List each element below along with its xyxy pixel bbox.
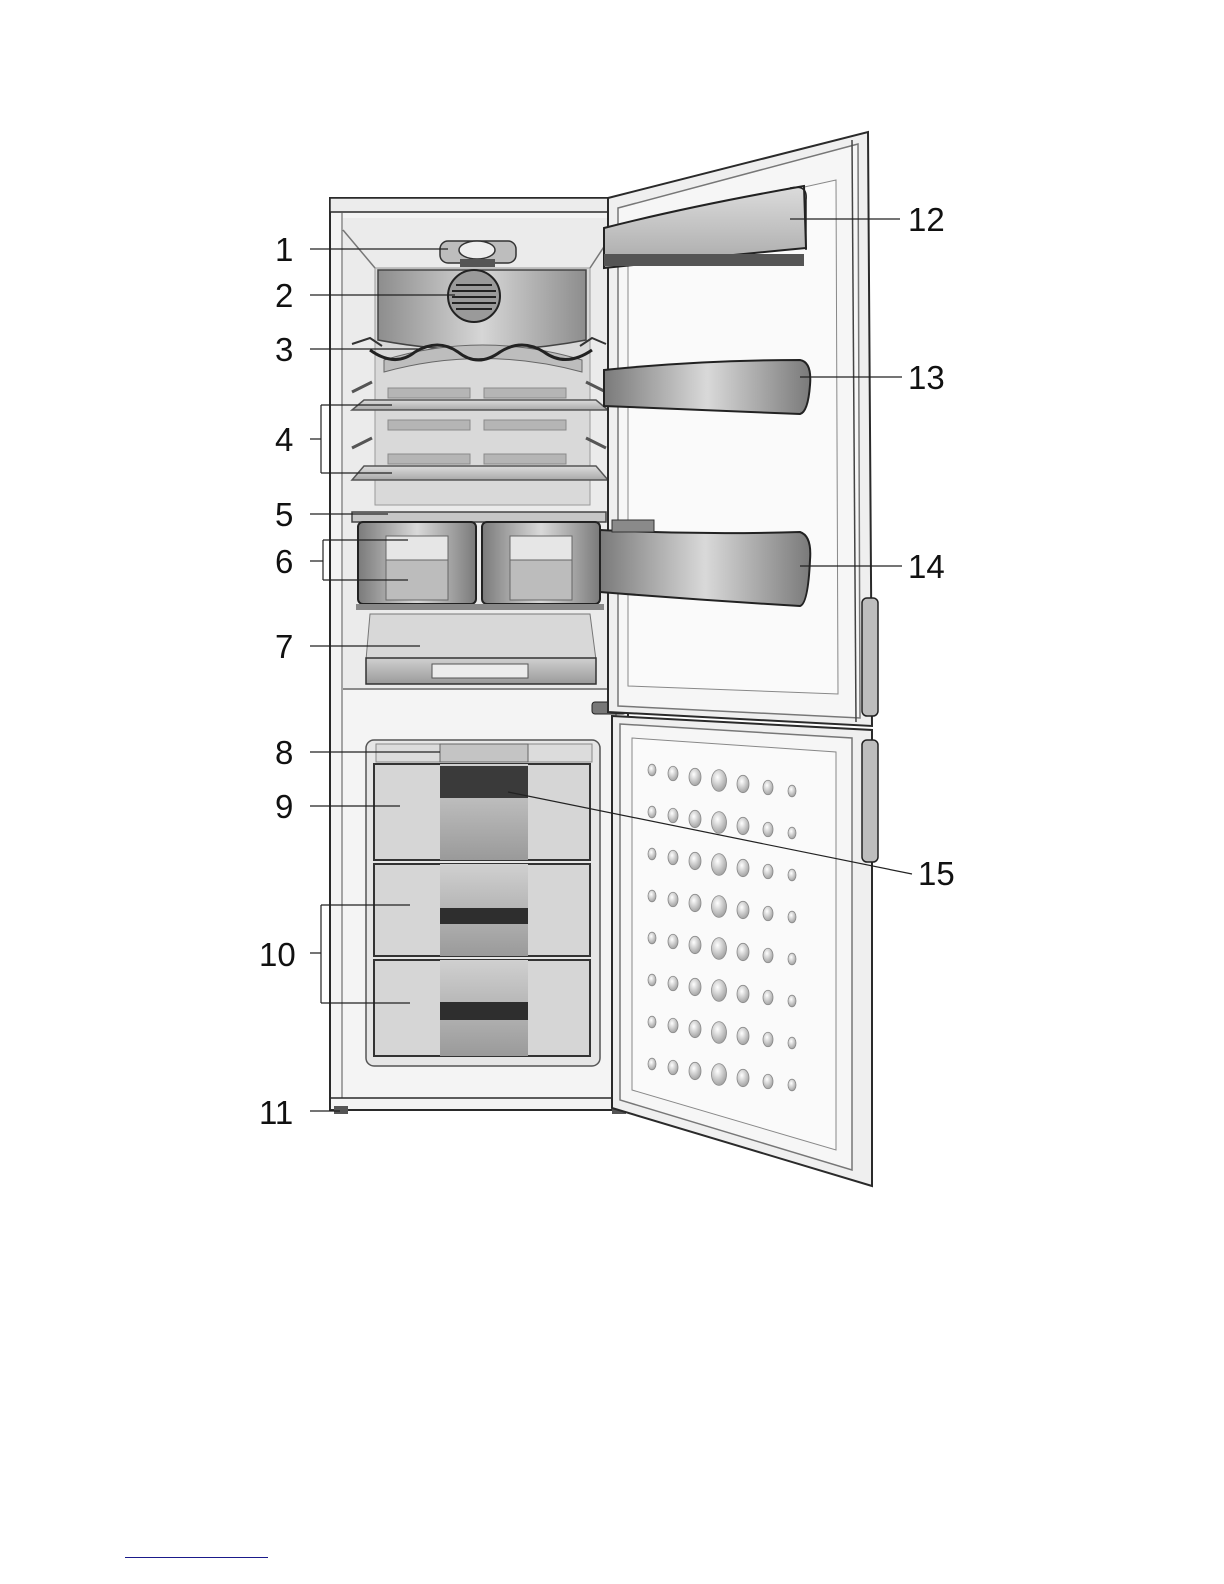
callout-2: 2 [275, 277, 293, 314]
door-dimple [712, 812, 727, 834]
door-dimple [668, 1018, 678, 1033]
door-dimple [689, 768, 701, 785]
door-dimple [689, 810, 701, 827]
footnote-separator [125, 1557, 268, 1558]
freezer-door-handle [862, 740, 878, 862]
door-dimple [668, 934, 678, 949]
fridge-compartment [343, 218, 615, 689]
callout-14: 14 [908, 548, 945, 585]
door-dimple [763, 906, 773, 921]
callout-1: 1 [275, 231, 293, 268]
door-dimple [689, 936, 701, 953]
callout-10: 10 [259, 936, 296, 973]
fridge-door-handle [862, 598, 878, 716]
freezer-drawer-bottom [374, 960, 590, 1056]
door-dimple [737, 943, 749, 960]
callout-13: 13 [908, 359, 945, 396]
door-dimple [788, 911, 796, 923]
callout-4: 4 [275, 421, 293, 458]
door-dimple [689, 1062, 701, 1079]
door-dimple [648, 764, 656, 776]
thermostat-and-light [440, 241, 516, 267]
freezer-compartment [366, 740, 600, 1066]
ice-tray [376, 744, 592, 762]
door-dimple [712, 896, 727, 918]
freezer-drawer-middle [374, 864, 590, 956]
callout-7: 7 [275, 628, 293, 665]
fridge-door [600, 132, 878, 726]
door-dimple [763, 1032, 773, 1047]
door-dimple [648, 1016, 656, 1028]
door-dimple [788, 827, 796, 839]
door-dimple [737, 901, 749, 918]
door-dimple [689, 978, 701, 995]
crisper-cover-glass [352, 512, 606, 522]
callout-15: 15 [918, 855, 955, 892]
door-dimple [712, 938, 727, 960]
door-dimple [788, 953, 796, 965]
door-shelf-upper [604, 360, 810, 414]
door-dimple [712, 1064, 727, 1086]
door-dimple [788, 785, 796, 797]
callout-8: 8 [275, 734, 293, 771]
freezer-door [612, 716, 878, 1186]
callout-5: 5 [275, 496, 293, 533]
door-dimple [737, 817, 749, 834]
door-dimple [648, 932, 656, 944]
door-dimple [788, 869, 796, 881]
door-dimple [737, 775, 749, 792]
door-dimple [712, 980, 727, 1002]
callout-6: 6 [275, 543, 293, 580]
callout-11: 11 [259, 1094, 293, 1131]
foot-left [334, 1106, 348, 1114]
door-dimple [648, 890, 656, 902]
door-dimple [648, 1058, 656, 1070]
door-dimple [763, 1074, 773, 1089]
cabinet-top-strip [330, 198, 628, 212]
door-dimple [763, 864, 773, 879]
door-dimple [668, 808, 678, 823]
bottle-shelf [600, 520, 810, 606]
door-dimple [689, 894, 701, 911]
door-dimple [668, 892, 678, 907]
freezer-door-gasket [632, 738, 836, 1150]
door-dimple [788, 995, 796, 1007]
door-dimple [737, 1027, 749, 1044]
door-dimple [668, 1060, 678, 1075]
door-dimple [712, 1022, 727, 1044]
door-dimple [737, 1069, 749, 1086]
door-dimple [763, 990, 773, 1005]
door-dimple [648, 806, 656, 818]
door-dimple [668, 850, 678, 865]
fan-cover [378, 270, 586, 350]
door-dimple [737, 859, 749, 876]
chiller-compartment [356, 604, 604, 684]
callout-12: 12 [908, 201, 945, 238]
door-dimple [668, 766, 678, 781]
door-dimple [689, 852, 701, 869]
door-dimple [689, 1020, 701, 1037]
door-dimple [648, 974, 656, 986]
door-dimple [668, 976, 678, 991]
door-dimple [763, 948, 773, 963]
door-dimple [763, 780, 773, 795]
callout-9: 9 [275, 788, 293, 825]
door-dimple [763, 822, 773, 837]
door-dimple [788, 1079, 796, 1091]
door-dimple [737, 985, 749, 1002]
door-dimple [712, 770, 727, 792]
door-dimple [648, 848, 656, 860]
door-dimple [788, 1037, 796, 1049]
callout-3: 3 [275, 331, 293, 368]
freezer-drawer-top [374, 764, 590, 860]
door-dimple [712, 854, 727, 876]
